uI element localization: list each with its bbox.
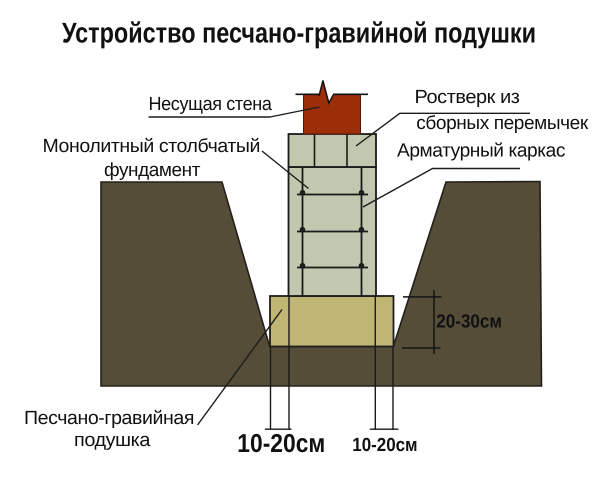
svg-text:сборных перемычек: сборных перемычек bbox=[416, 113, 589, 134]
svg-text:10-20см: 10-20см bbox=[237, 428, 325, 458]
svg-text:10-20см: 10-20см bbox=[352, 435, 417, 456]
svg-text:Монолитный столбчатый: Монолитный столбчатый bbox=[43, 136, 261, 157]
svg-text:Песчано-гравийная: Песчано-гравийная bbox=[24, 408, 194, 429]
svg-text:Несущая стена: Несущая стена bbox=[149, 94, 273, 115]
svg-text:Устройство песчано-гравийной п: Устройство песчано-гравийной подушки bbox=[62, 17, 536, 49]
svg-text:20-30см: 20-30см bbox=[436, 311, 502, 332]
svg-text:Арматурный каркас: Арматурный каркас bbox=[397, 141, 565, 162]
svg-text:фундамент: фундамент bbox=[104, 160, 201, 181]
svg-text:подушка: подушка bbox=[74, 430, 151, 451]
svg-text:Ростверк из: Ростверк из bbox=[415, 87, 520, 108]
